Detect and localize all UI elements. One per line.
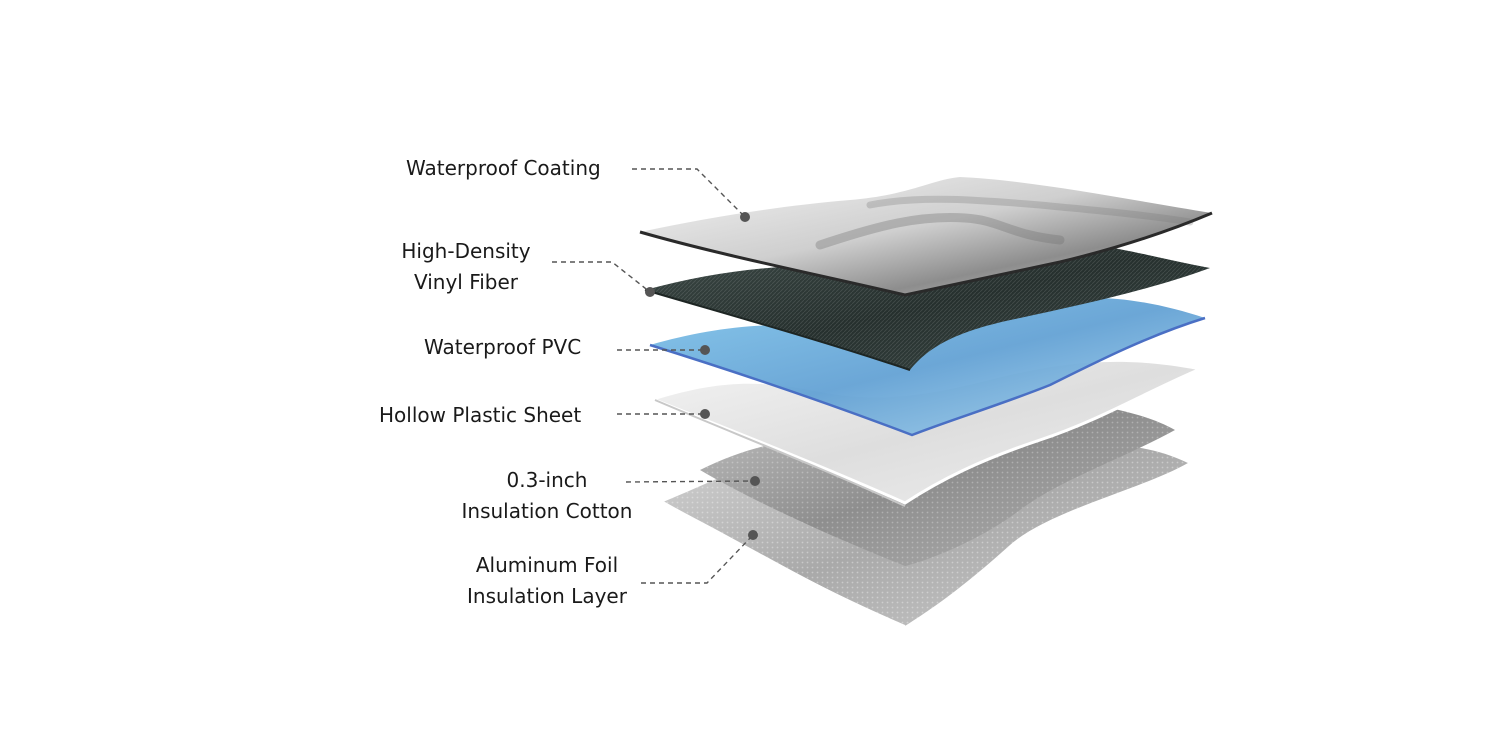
waterproof-coating-layer <box>639 177 1213 297</box>
dot-foil <box>748 530 758 540</box>
dot-cotton <box>750 476 760 486</box>
label-line: Waterproof PVC <box>424 335 582 359</box>
leader-cotton <box>625 480 756 483</box>
label-high-density-vinyl-fiber: High-Density Vinyl Fiber <box>396 236 536 298</box>
label-hollow-plastic-sheet: Hollow Plastic Sheet <box>379 400 581 431</box>
dot-pvc <box>700 345 710 355</box>
dot-vinyl <box>645 287 655 297</box>
label-line: Waterproof Coating <box>406 156 601 180</box>
label-line: Insulation Cotton <box>461 499 633 523</box>
label-line: Hollow Plastic Sheet <box>379 403 582 427</box>
label-line: Aluminum Foil <box>475 553 619 577</box>
label-insulation-cotton: 0.3-inch Insulation Cotton <box>457 465 637 527</box>
vinyl-fiber-layer <box>644 241 1210 371</box>
leader-vinyl <box>552 261 651 293</box>
dot-coating <box>740 212 750 222</box>
leader-coating <box>632 168 746 218</box>
label-line: High-Density <box>401 239 531 263</box>
hollow-plastic-sheet-layer <box>654 361 1199 507</box>
label-line: 0.3-inch <box>506 468 588 492</box>
label-aluminum-foil-insulation-layer: Aluminum Foil Insulation Layer <box>463 550 631 612</box>
label-line: Insulation Layer <box>467 584 627 608</box>
leader-lines <box>552 168 756 584</box>
label-waterproof-coating: Waterproof Coating <box>406 153 601 184</box>
label-waterproof-pvc: Waterproof PVC <box>424 332 581 363</box>
leader-foil <box>641 534 754 584</box>
label-line: Vinyl Fiber <box>413 270 519 294</box>
leader-dots <box>645 212 760 540</box>
dot-hollow <box>700 409 710 419</box>
